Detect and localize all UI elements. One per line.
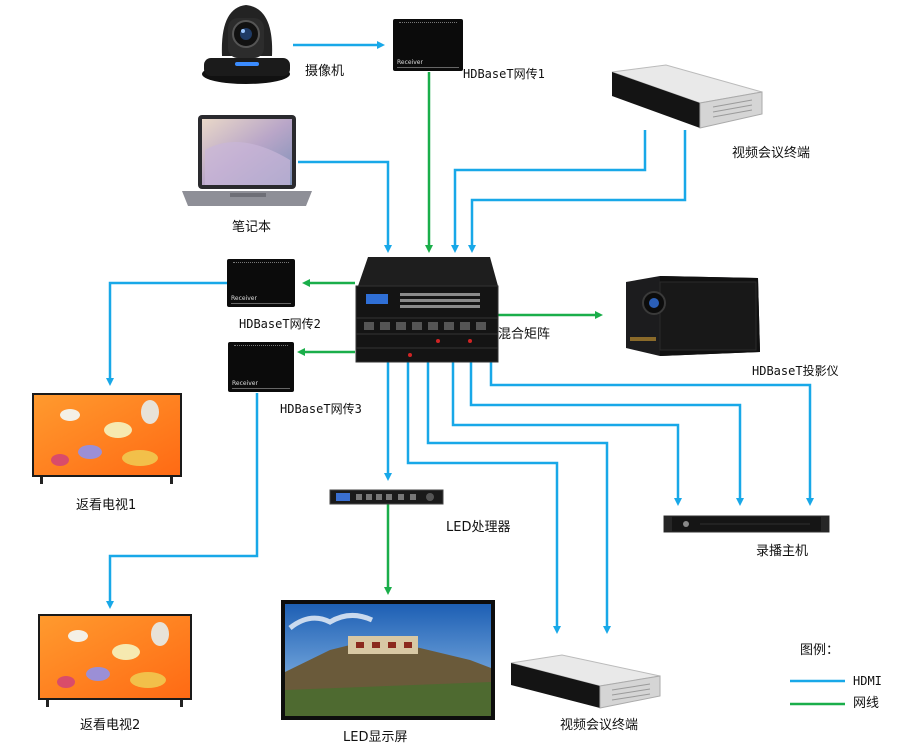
hdbt1-label: HDBaseT网传1 — [463, 67, 545, 81]
matrix-label: 混合矩阵 — [498, 327, 551, 342]
legend-title: 图例： — [800, 643, 840, 658]
vc-bottom-label: 视频会议终端 — [560, 718, 639, 733]
led-processor-label: LED处理器 — [446, 520, 511, 535]
link-hdbt2-tv1 — [106, 281, 228, 386]
hdbt3-receiver-text: Receiver — [232, 380, 258, 387]
link-matrix-vc-a — [406, 362, 561, 634]
link-matrix-vc-b — [426, 362, 611, 634]
link-hdbt3-tv2 — [106, 393, 259, 609]
link-vc-matrix-a — [451, 130, 647, 253]
hdbt3-label: HDBaseT网传3 — [280, 402, 362, 416]
legend-hdmi-label: HDMI — [853, 674, 882, 688]
hdbt1-receiver-text: Receiver — [397, 59, 423, 66]
recorder-label: 录播主机 — [756, 544, 809, 559]
led-screen-label: LED显示屏 — [343, 730, 408, 745]
camera-label: 摄像机 — [305, 64, 345, 79]
link-laptop-matrix — [298, 160, 392, 253]
legend-network-label: 网线 — [853, 696, 880, 711]
link-vc-matrix-b — [468, 130, 687, 253]
link-matrix-rec-c — [489, 362, 814, 506]
link-matrix-rec-b — [469, 362, 744, 506]
link-matrix-rec-a — [451, 362, 682, 506]
hdbt3-device: Receiver — [228, 342, 294, 392]
laptop-label: 笔记本 — [232, 220, 272, 235]
tv2-label: 返看电视2 — [80, 718, 141, 733]
hdbt1-device: Receiver — [393, 19, 463, 71]
projector-label: HDBaseT投影仪 — [752, 364, 839, 378]
hdbt2-label: HDBaseT网传2 — [239, 317, 321, 331]
hdbt2-device: Receiver — [227, 259, 295, 307]
hdbt2-receiver-text: Receiver — [231, 295, 257, 302]
tv1-label: 返看电视1 — [76, 498, 137, 513]
vc-top-label: 视频会议终端 — [732, 146, 811, 161]
